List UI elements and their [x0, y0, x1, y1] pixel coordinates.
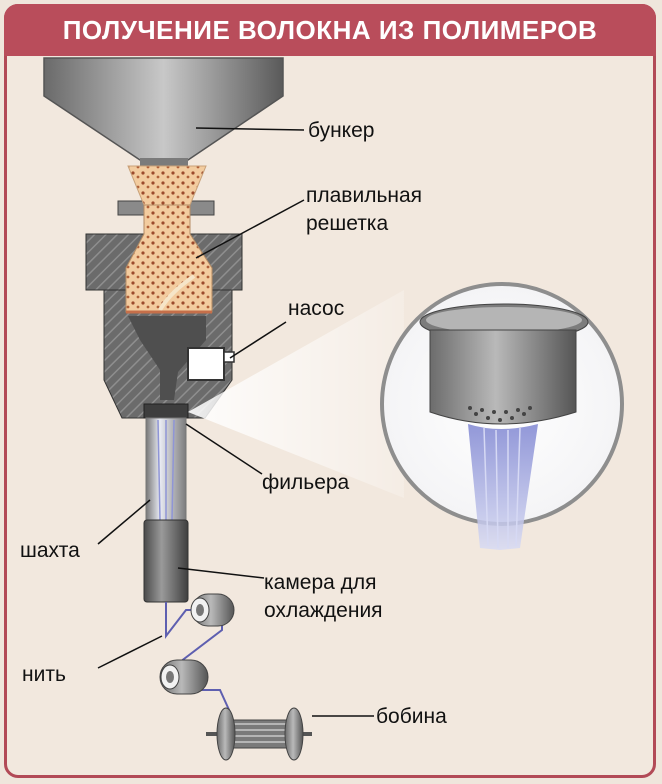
label-melt-grid-line1: плавильная	[306, 184, 423, 207]
label-thread: нить	[22, 663, 66, 686]
leader-pump	[229, 321, 287, 359]
leader-hopper	[195, 127, 305, 131]
title-bar: ПОЛУЧЕНИЕ ВОЛОКНА ИЗ ПОЛИМЕРОВ	[4, 4, 656, 56]
leader-spinneret	[185, 423, 263, 475]
label-cooling-line1: камера для	[264, 571, 377, 594]
label-spinneret: фильера	[262, 471, 350, 494]
spinneret-closeup	[380, 282, 624, 550]
hopper	[43, 57, 284, 170]
label-melt-grid-line2: решетка	[306, 212, 389, 235]
leader-thread	[97, 635, 163, 669]
label-shaft: шахта	[20, 539, 80, 562]
leader-lines	[97, 127, 374, 717]
magnification-beam	[188, 290, 404, 498]
leader-cooling	[177, 567, 265, 579]
roller-upper	[190, 593, 235, 627]
melter-body	[85, 200, 243, 419]
leader-melt-grid	[195, 199, 305, 259]
cooling-chamber	[143, 519, 189, 603]
bobbin	[206, 707, 312, 761]
label-hopper: бункер	[308, 119, 375, 142]
label-bobbin: бобина	[376, 705, 447, 728]
thread-path	[165, 602, 233, 725]
spinneret-plate	[143, 403, 189, 419]
diagram-title: ПОЛУЧЕНИЕ ВОЛОКНА ИЗ ПОЛИМЕРОВ	[62, 14, 598, 45]
pump	[187, 347, 235, 381]
label-pump: насос	[288, 297, 345, 320]
melting-grid	[125, 165, 213, 314]
roller-lower	[159, 659, 209, 695]
shaft-tube	[145, 417, 187, 523]
label-cooling-line2: охлаждения	[264, 599, 383, 622]
leader-shaft	[97, 499, 151, 545]
